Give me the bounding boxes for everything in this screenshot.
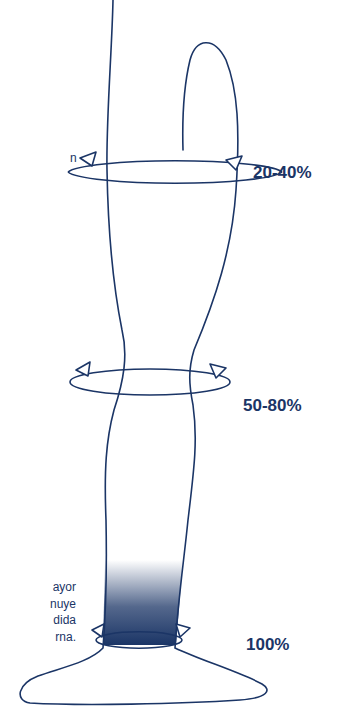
pressure-ring [70,369,230,382]
arrow-head [176,624,190,637]
leg-outline [20,0,267,704]
pressure-ring [68,161,282,172]
arrow-head [210,364,226,378]
note-fragment: n [70,150,77,167]
arrow-head [76,362,90,376]
arrow-head [80,152,96,166]
pressure-ring [70,382,230,395]
pressure-ring [96,632,182,640]
note-fragment: ayor nuye dida rna. [40,579,76,645]
pressure-ring [68,172,282,183]
pressure-percent: 20-40% [253,163,312,183]
pressure-ring [96,640,182,648]
arrow-head [92,624,104,637]
pressure-percent: 100% [246,635,289,655]
pressure-percent: 50-80% [243,396,302,416]
arrow-head [226,156,242,170]
